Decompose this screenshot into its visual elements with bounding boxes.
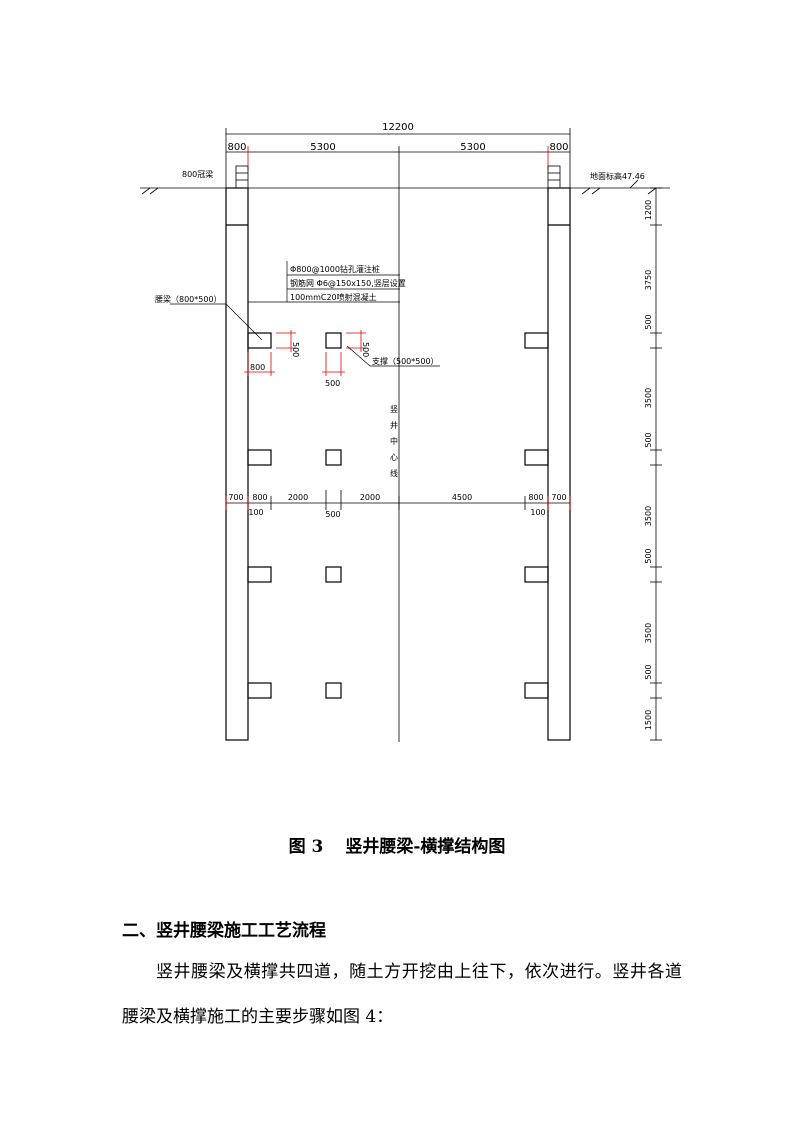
svg-text:500: 500 [325,510,340,519]
crown-beam-label: 800冠梁 [182,170,213,179]
dim-total-width: 12200 [382,122,414,133]
svg-text:2000: 2000 [360,493,380,502]
svg-text:心: 心 [390,453,398,462]
strut-label: 支撑（500*500） [372,356,439,366]
svg-text:线: 线 [390,468,398,478]
dim-side-right: 800 [549,142,568,153]
svg-text:井: 井 [390,420,398,430]
ground-line [140,179,670,195]
svg-text:中: 中 [390,436,398,446]
dim-half-right: 5300 [460,142,485,153]
svg-text:500: 500 [644,664,653,679]
svg-text:3500: 3500 [644,388,653,408]
svg-text:700: 700 [228,493,243,502]
svg-text:4500: 4500 [452,493,472,502]
dim-beam-height: 500 [291,342,300,357]
svg-text:700: 700 [551,493,566,502]
structure-drawing: 12200 800 5300 5300 800 800冠梁 地面标高47.46 [140,122,670,742]
svg-text:800: 800 [528,493,543,502]
svg-text:3500: 3500 [644,506,653,526]
svg-text:500: 500 [644,548,653,563]
dim-strut-width: 500 [325,379,340,388]
section-paragraph: 竖井腰梁及横撑共四道，随土方开挖由上往下，依次进行。竖井各道腰梁及横撑施工的主要… [122,962,682,1027]
right-dimension-values: 1200 3750 500 3500 500 3500 500 3500 500… [644,200,653,730]
svg-text:2000: 2000 [288,493,308,502]
ground-elevation-label: 地面标高47.46 [590,171,645,181]
dim-half-left: 5300 [310,142,335,153]
dim-beam-width: 800 [250,363,265,372]
svg-text:1200: 1200 [644,200,653,220]
svg-text:100: 100 [248,508,263,517]
waist-beams-struts [247,332,549,699]
centerline-label: 竖 井 中 心 线 [390,405,398,478]
pile-note-2: 钢筋网 Φ6@150x150,竖层设置 [290,278,406,288]
beam-dimension-marks [244,330,366,376]
svg-text:100: 100 [530,508,545,517]
waist-beam-label: 腰梁（800*500） [155,295,222,304]
figure-caption: 图 3 竖井腰梁-横撑结构图 [0,832,794,857]
figure-number: 图 3 [288,837,324,857]
svg-text:1500: 1500 [644,710,653,730]
svg-text:500: 500 [644,432,653,447]
pile-note-3: 100mmC20喷射混凝土 [290,292,377,302]
svg-text:竖: 竖 [390,405,398,414]
bottom-dimension-values: 700 800 2000 2000 4500 800 700 100 500 1… [228,493,566,519]
section-heading: 二、竖井腰梁施工工艺流程 [122,921,326,941]
dim-side-left: 800 [227,142,246,153]
svg-text:800: 800 [252,493,267,502]
figure-title: 竖井腰梁-横撑结构图 [345,837,506,857]
svg-text:3500: 3500 [644,623,653,643]
note-leaders [170,261,440,367]
pile-note-1: Φ800@1000钻孔灌注桩 [290,264,380,274]
svg-text:3750: 3750 [644,270,653,290]
dim-strut-height: 500 [361,342,370,357]
crown-beams [235,165,561,189]
shaft-walls [225,187,571,741]
top-dimension [225,128,571,742]
svg-text:500: 500 [644,314,653,329]
right-dimension-chain [650,187,662,741]
bottom-dimension-chain [225,490,571,510]
